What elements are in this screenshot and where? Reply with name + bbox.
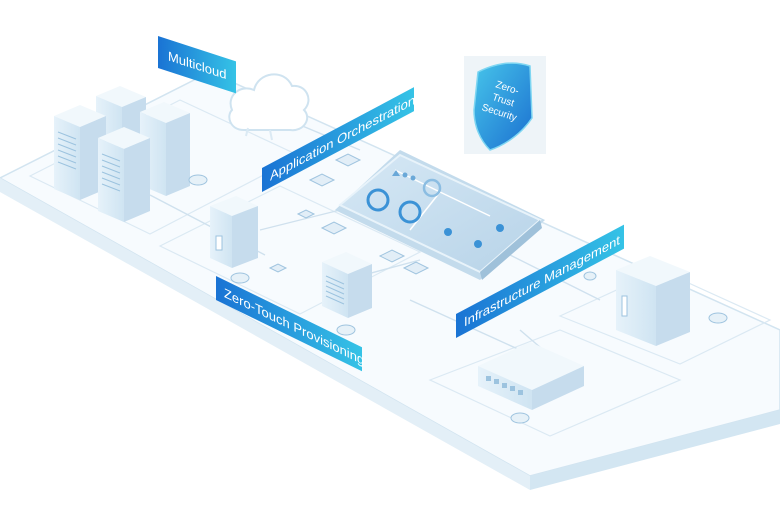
switch-icon bbox=[296, 209, 316, 219]
cloud-icon bbox=[228, 73, 310, 141]
rack-server bbox=[478, 342, 584, 410]
switch-icon bbox=[320, 221, 348, 235]
switch-icon bbox=[334, 153, 362, 167]
multicloud-label: Multicloud bbox=[158, 36, 236, 94]
node-icon bbox=[336, 324, 356, 336]
zero-trust-security-badge: Zero- Trust Security bbox=[464, 56, 546, 154]
map-pin-icon bbox=[474, 240, 482, 248]
node-icon bbox=[188, 174, 208, 186]
server-cluster bbox=[54, 86, 190, 222]
node-icon bbox=[510, 412, 530, 424]
gauge-icon bbox=[398, 200, 422, 224]
server-cabinet bbox=[616, 256, 690, 346]
node-markers bbox=[188, 174, 728, 424]
switch-icon bbox=[268, 263, 288, 273]
shield-icon bbox=[473, 62, 533, 151]
dashboard-screen bbox=[335, 150, 545, 280]
map-pin-icon bbox=[496, 224, 504, 232]
switch-icon bbox=[308, 173, 336, 187]
map-pin-icon bbox=[444, 228, 452, 236]
network-switches bbox=[268, 153, 430, 275]
gauge-icon bbox=[422, 178, 442, 198]
node-icon bbox=[583, 271, 597, 281]
switch-icon bbox=[378, 249, 406, 263]
node-icon bbox=[230, 272, 250, 284]
node-icon bbox=[708, 312, 728, 324]
storage-unit bbox=[322, 252, 372, 318]
switch-icon bbox=[402, 261, 430, 275]
server-unit bbox=[210, 196, 258, 268]
gauge-icon bbox=[366, 188, 390, 212]
platform bbox=[0, 71, 780, 490]
